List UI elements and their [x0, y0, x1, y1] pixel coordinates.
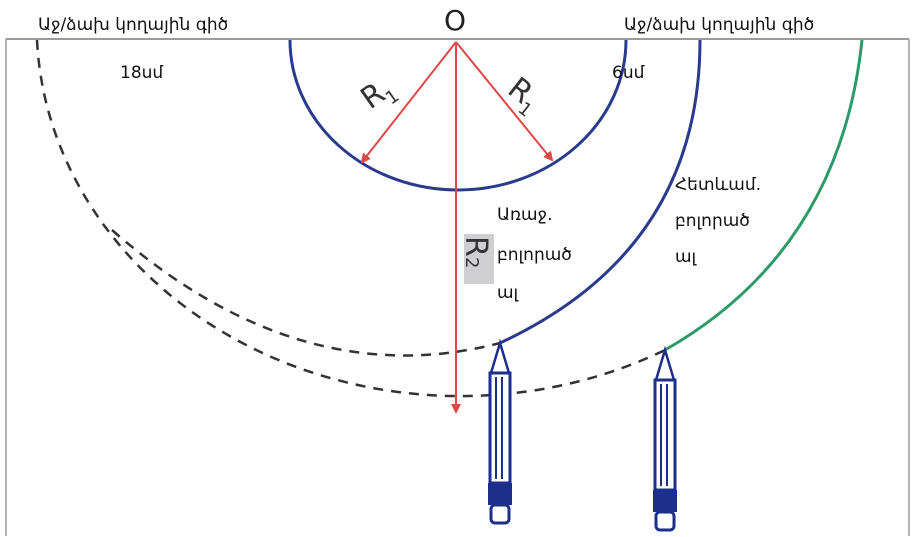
r2-label: R 2 — [458, 234, 494, 284]
rear-label-line1: Հետևամ. — [675, 175, 761, 195]
sideline-right-label: Աջ/ձախ կողային գիծ — [624, 15, 814, 35]
distance-right-label: 6սմ — [612, 63, 645, 83]
svg-text:R: R — [458, 236, 493, 257]
r1-right-label: R 1 — [501, 71, 539, 122]
inner-arc — [288, 39, 628, 192]
front-label-line2: բոլորած — [497, 245, 572, 265]
front-label-line3: ալ — [497, 283, 520, 303]
pencil-rear-icon — [653, 345, 677, 532]
r1-right-arrow — [455, 41, 554, 162]
svg-text:2: 2 — [461, 257, 482, 268]
r1-left-arrow — [360, 41, 457, 164]
distance-left-label: 18սմ — [120, 63, 163, 83]
front-wheel-arc — [499, 39, 702, 345]
center-label: O — [444, 4, 466, 37]
pencil-front-icon — [488, 338, 512, 525]
rear-label-line3: ալ — [675, 247, 698, 267]
sideline-left-label: Աջ/ձախ կողային գիծ — [38, 15, 228, 35]
rear-label-line2: բոլորած — [675, 211, 750, 231]
front-label-line1: Առաջ. — [497, 205, 553, 225]
r1-left-label: R 1 — [355, 76, 404, 117]
dashed-arc-mid — [111, 229, 501, 357]
rear-wheel-arc — [664, 39, 864, 352]
dashed-arc-large — [35, 39, 666, 398]
